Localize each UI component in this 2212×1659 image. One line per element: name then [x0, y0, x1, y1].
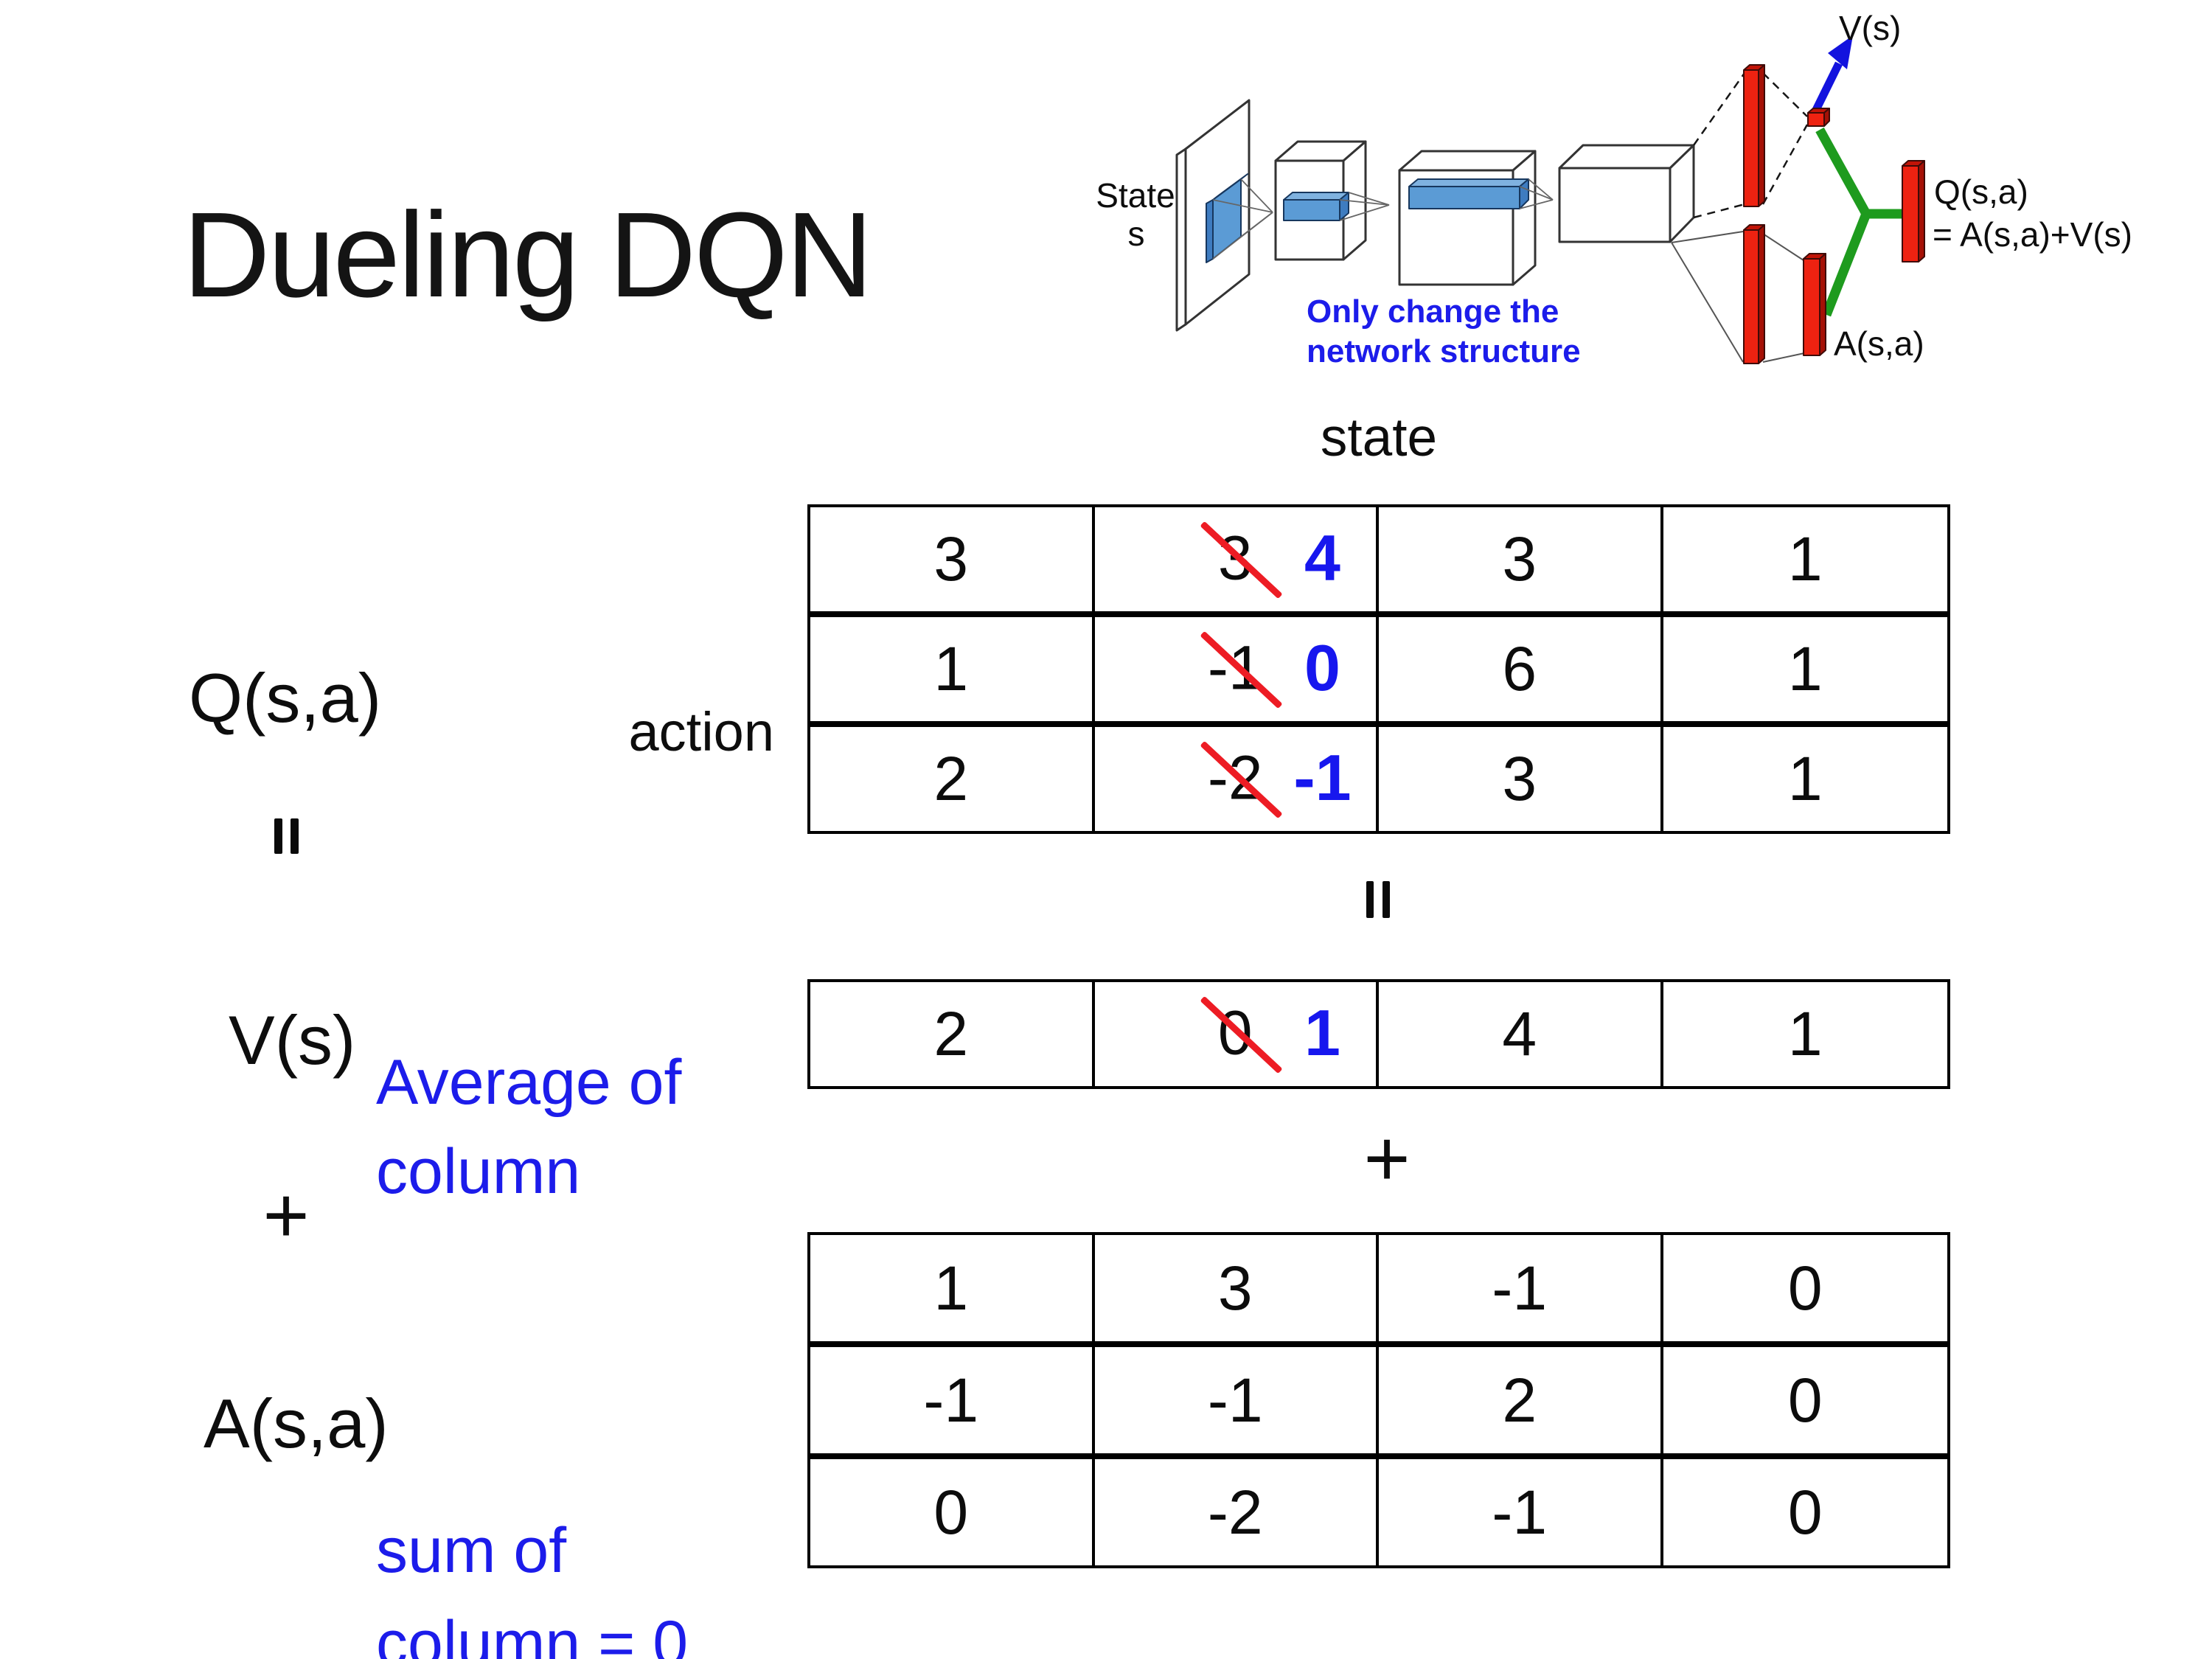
fan-lines-3	[1519, 178, 1554, 209]
q-table-cell-r0c2: 3	[1379, 507, 1663, 617]
v-table-cell-r0c3: 1	[1787, 999, 1823, 1068]
q-table-cell-r1c3: 1	[1663, 617, 1947, 727]
a-table-cell-r0c1: 3	[1094, 1235, 1379, 1347]
state-column-header: state	[1320, 408, 1438, 467]
fan-lines-1	[1212, 178, 1273, 260]
q-table-cell-r0c1: 34	[1094, 507, 1379, 617]
v-output-arrow	[1812, 35, 1853, 112]
state-input-label-line2: s	[1128, 215, 1145, 253]
note-line: sum of	[376, 1515, 567, 1586]
a-table-cell-r1c1: -1	[1094, 1347, 1379, 1459]
state-input-label-line1: State	[1096, 176, 1175, 215]
equals-bar	[1366, 881, 1374, 918]
a-table-cell-r0c0: 1	[810, 1235, 1095, 1347]
v-output-label: V(s)	[1839, 9, 1901, 47]
a-table-cell-r1c2: 2	[1379, 1347, 1663, 1459]
rotated-equals-middle	[1366, 881, 1390, 918]
feature-box-3	[1558, 144, 1695, 243]
a-table-cell-r2c1: -2	[1095, 1459, 1379, 1565]
diagram-note-line1: Only change the	[1307, 293, 1559, 330]
a-table-cell-r1c3: 0	[1663, 1347, 1947, 1459]
a-table-cell-r2c3: 0	[1787, 1477, 1823, 1547]
fc-bar-a-stream	[1743, 224, 1765, 364]
q-output-label-line1: Q(s,a)	[1934, 173, 2028, 211]
q-table-cell-r1c1: -10	[1094, 617, 1379, 727]
a-table-cell-r0c3: 0	[1663, 1235, 1947, 1347]
q-table-cell-r2c0: 2	[810, 727, 1095, 831]
conv-feature-bar-2	[1408, 178, 1529, 209]
feature-box-1	[1274, 140, 1367, 261]
plus-sign-middle: +	[1363, 1113, 1411, 1203]
new-value: 1	[1304, 995, 1340, 1069]
green-merge-connector	[1815, 127, 1903, 317]
solid-connections-a-stream	[1671, 231, 1805, 363]
q-table-cell-r0c0: 3	[810, 507, 1095, 617]
q-table-cell-r2c3: 1	[1787, 744, 1823, 813]
a-table-cell-r1c0: -1	[810, 1347, 1095, 1459]
q-table-cell-r1c0: 1	[810, 617, 1095, 727]
q-table-cell-r2c2: 3	[1379, 727, 1663, 831]
new-value: 0	[1304, 630, 1340, 704]
v-value-table: 20141	[807, 979, 1950, 1089]
v-node-box	[1807, 108, 1830, 127]
a-output-bar	[1803, 253, 1826, 356]
a-table-cell-r2c0: 0	[810, 1459, 1095, 1565]
average-of-column-note: Average of column	[376, 1038, 681, 1217]
a-output-label: A(s,a)	[1834, 324, 1924, 363]
a-table-cell-r2c2: -1	[1379, 1459, 1663, 1565]
equals-bar	[274, 818, 282, 854]
q-table-cell-r1c2: 6	[1379, 617, 1663, 727]
v-table-cell-r0c1: 01	[1095, 982, 1379, 1086]
rotated-equals-left	[274, 818, 299, 854]
network-architecture-diagram: State s V(s) Q(s,a) = A(s,a)+V(s) A(s,a)…	[1096, 9, 2132, 369]
new-value: 4	[1304, 521, 1340, 594]
v-table-cell-r0c2: 4	[1379, 982, 1663, 1086]
a-matrix-label: A(s,a)	[204, 1385, 389, 1462]
equals-bar	[1382, 881, 1390, 918]
q-output-bar	[1902, 160, 1925, 262]
new-value: -1	[1293, 740, 1352, 814]
a-table-cell-r0c2: -1	[1379, 1235, 1663, 1347]
feature-box-2	[1398, 150, 1537, 286]
action-row-header: action	[628, 701, 774, 762]
sum-of-column-note: sum of column = 0	[376, 1504, 688, 1659]
fan-lines-2	[1339, 192, 1390, 221]
q-matrix-label: Q(s,a)	[189, 659, 382, 737]
q-table-cell-r0c3: 1	[1663, 507, 1947, 617]
page-title: Dueling DQN	[183, 187, 873, 322]
conv-filter-icon	[1206, 173, 1248, 263]
equals-bar	[291, 818, 299, 854]
note-line: Average of	[376, 1047, 682, 1118]
plus-sign-left: +	[262, 1170, 310, 1259]
diagram-note-line2: network structure	[1307, 333, 1581, 369]
v-matrix-label: V(s)	[229, 1001, 356, 1079]
v-table-cell-r0c0: 2	[810, 982, 1095, 1086]
dashed-connections-v-stream	[1692, 72, 1809, 219]
conv-feature-bar-1	[1283, 192, 1349, 221]
fc-bar-v-stream	[1743, 64, 1765, 207]
note-line: column = 0	[376, 1608, 689, 1659]
q-output-label-line2: = A(s,a)+V(s)	[1933, 215, 2132, 254]
q-table-cell-r2c1: -2-1	[1095, 727, 1379, 831]
note-line: column	[376, 1136, 581, 1207]
